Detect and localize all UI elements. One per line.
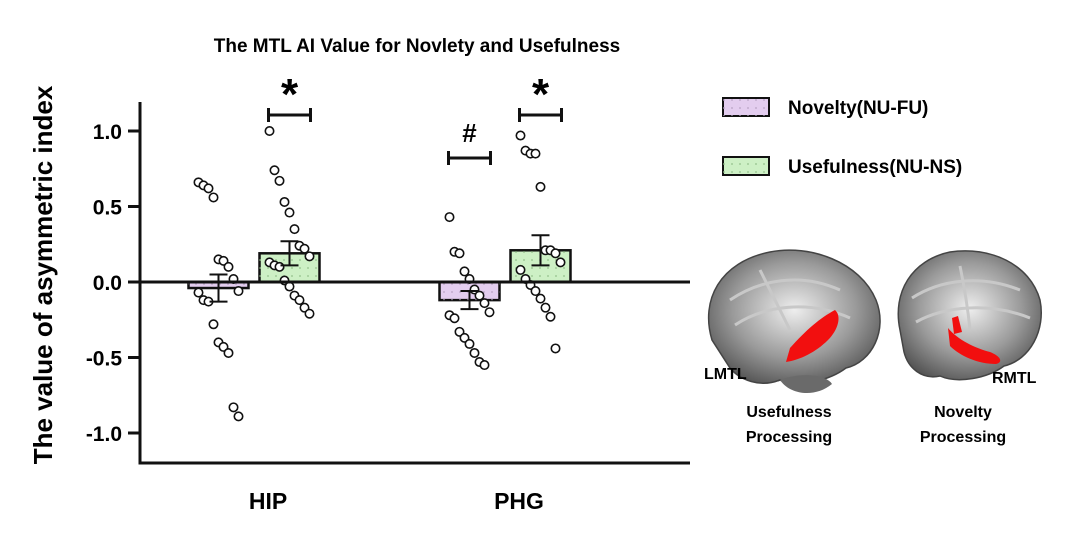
y-ticks: 1.0 0.5 0.0 -0.5 -1.0 bbox=[86, 121, 140, 446]
data-point bbox=[284, 281, 295, 292]
legend: Novelty(NU-FU) Usefulness(NU-NS) bbox=[722, 97, 962, 178]
data-point bbox=[289, 224, 300, 235]
legend-swatch-novelty-pattern bbox=[723, 98, 769, 116]
error-bars bbox=[209, 234, 550, 311]
y-tick-label: 0.0 bbox=[93, 272, 122, 295]
data-point bbox=[530, 286, 541, 297]
data-point bbox=[304, 251, 315, 262]
y-tick-label: 0.5 bbox=[93, 197, 123, 220]
brain-caption-usefulness-line2: Processing bbox=[746, 429, 832, 446]
brain-caption-usefulness-line1: Usefulness bbox=[746, 404, 831, 421]
x-category-label: HIP bbox=[249, 488, 287, 514]
data-point bbox=[299, 243, 310, 254]
brain-label-rmtl: RMTL bbox=[992, 370, 1037, 387]
data-point bbox=[474, 290, 485, 301]
data-point bbox=[304, 308, 315, 319]
chart-title: The MTL AI Value for Novlety and Usefuln… bbox=[214, 36, 620, 57]
significance-star: * bbox=[532, 70, 550, 119]
data-point bbox=[208, 319, 219, 330]
data-point bbox=[454, 248, 465, 259]
data-point bbox=[203, 183, 214, 194]
data-point bbox=[484, 307, 495, 318]
brain-image-left bbox=[707, 249, 881, 394]
data-point bbox=[469, 347, 480, 358]
data-point bbox=[233, 411, 244, 422]
data-point bbox=[540, 302, 551, 313]
brain-image-right bbox=[897, 250, 1042, 381]
data-point bbox=[550, 248, 561, 259]
significance-marks: * # * bbox=[267, 70, 563, 165]
data-point bbox=[284, 207, 295, 218]
data-point bbox=[208, 192, 219, 203]
data-point bbox=[274, 175, 285, 186]
data-point bbox=[479, 298, 490, 309]
data-point bbox=[193, 287, 204, 298]
y-tick-label: 1.0 bbox=[93, 121, 122, 144]
data-point bbox=[279, 196, 290, 207]
data-point bbox=[294, 295, 305, 306]
y-axis-label: The value of asymmetric index bbox=[28, 85, 58, 464]
x-category-labels: HIP PHG bbox=[249, 488, 544, 514]
y-tick-label: -1.0 bbox=[86, 423, 122, 446]
data-point bbox=[515, 264, 526, 275]
data-point bbox=[444, 212, 455, 223]
data-point bbox=[464, 338, 475, 349]
data-point bbox=[228, 402, 239, 413]
legend-swatch-usefulness-pattern bbox=[723, 157, 769, 175]
lmtl-highlight bbox=[786, 310, 839, 362]
data-point bbox=[459, 266, 470, 277]
data-point bbox=[223, 261, 234, 272]
data-point bbox=[515, 130, 526, 141]
data-point bbox=[479, 360, 490, 371]
data-point bbox=[555, 257, 566, 268]
brain-caption-novelty-line2: Processing bbox=[920, 429, 1006, 446]
significance-hash: # bbox=[462, 118, 477, 148]
rmtl-highlight bbox=[948, 328, 1001, 364]
data-point bbox=[530, 148, 541, 159]
brain-caption-novelty-line1: Novelty bbox=[934, 404, 992, 421]
y-tick-label: -0.5 bbox=[86, 348, 123, 371]
data-point bbox=[550, 343, 561, 354]
data-point bbox=[535, 293, 546, 304]
data-point bbox=[535, 181, 546, 192]
legend-label-novelty: Novelty(NU-FU) bbox=[788, 98, 928, 119]
x-category-label: PHG bbox=[494, 488, 544, 514]
bars bbox=[187, 249, 572, 302]
significance-star: * bbox=[281, 70, 299, 119]
data-point bbox=[269, 165, 280, 176]
data-point bbox=[545, 311, 556, 322]
data-point bbox=[449, 313, 460, 324]
data-point bbox=[264, 126, 275, 137]
legend-label-usefulness: Usefulness(NU-NS) bbox=[788, 157, 962, 178]
data-point bbox=[274, 261, 285, 272]
brain-label-lmtl: LMTL bbox=[704, 366, 747, 383]
data-point bbox=[223, 347, 234, 358]
data-points bbox=[193, 126, 566, 422]
data-point bbox=[233, 286, 244, 297]
